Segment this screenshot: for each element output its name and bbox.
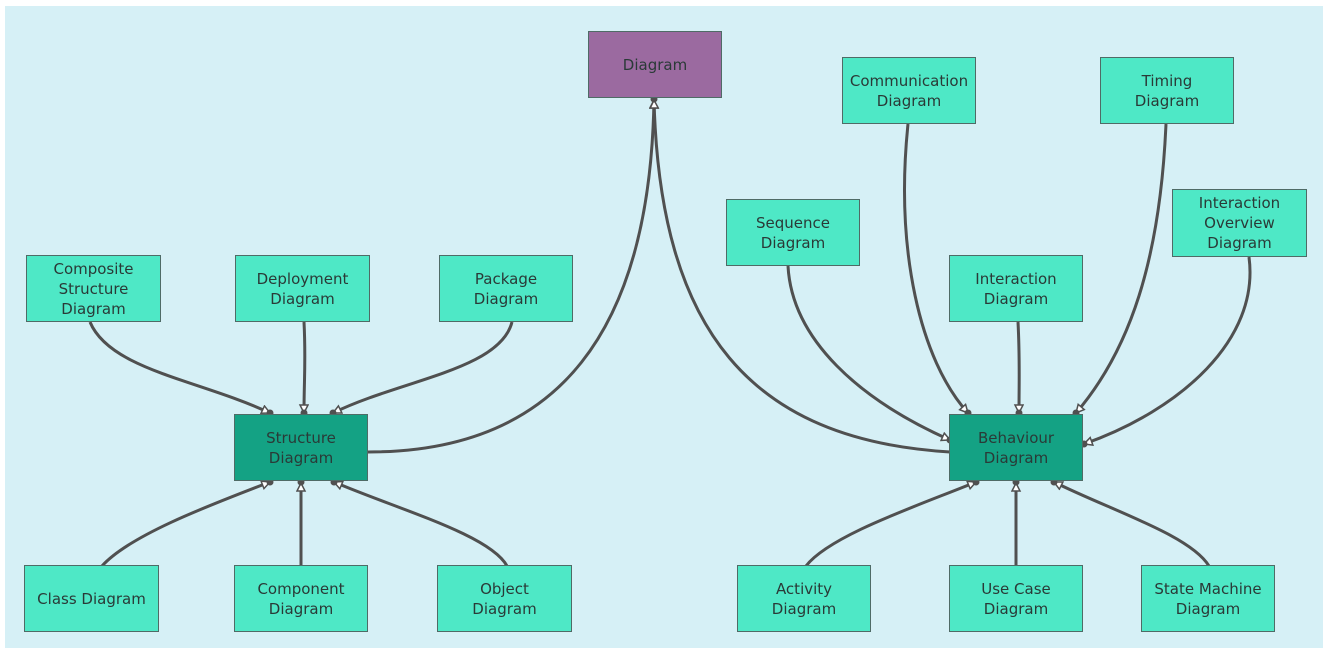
node-interaction-diagram[interactable]: Interaction Diagram <box>949 255 1083 322</box>
node-class-diagram[interactable]: Class Diagram <box>24 565 159 632</box>
node-communication-diagram[interactable]: Communication Diagram <box>842 57 976 124</box>
node-component-diagram[interactable]: Component Diagram <box>234 565 368 632</box>
node-structure-diagram[interactable]: Structure Diagram <box>234 414 368 481</box>
node-use-case-diagram[interactable]: Use Case Diagram <box>949 565 1083 632</box>
node-composite-structure-diagram[interactable]: Composite Structure Diagram <box>26 255 161 322</box>
node-timing-diagram[interactable]: Timing Diagram <box>1100 57 1234 124</box>
node-state-machine-diagram[interactable]: State Machine Diagram <box>1141 565 1275 632</box>
node-behaviour-diagram[interactable]: Behaviour Diagram <box>949 414 1083 481</box>
node-activity-diagram[interactable]: Activity Diagram <box>737 565 871 632</box>
node-interaction-overview-diagram[interactable]: Interaction Overview Diagram <box>1172 189 1307 257</box>
node-sequence-diagram[interactable]: Sequence Diagram <box>726 199 860 266</box>
node-deployment-diagram[interactable]: Deployment Diagram <box>235 255 370 322</box>
node-package-diagram[interactable]: Package Diagram <box>439 255 573 322</box>
node-diagram[interactable]: Diagram <box>588 31 722 98</box>
node-object-diagram[interactable]: Object Diagram <box>437 565 572 632</box>
